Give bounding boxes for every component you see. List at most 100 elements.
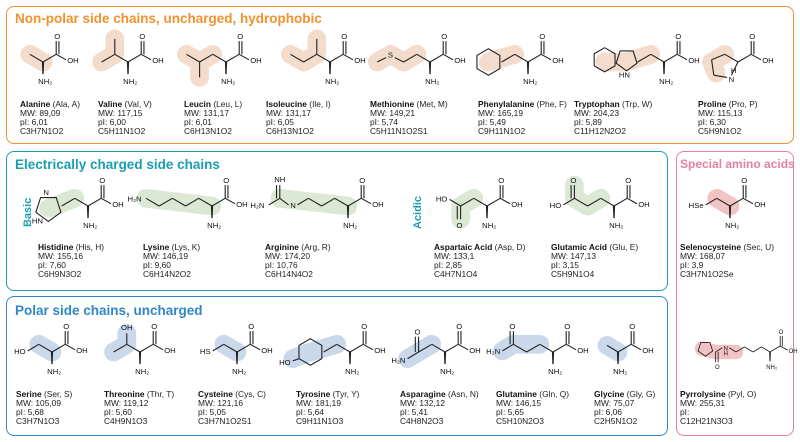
amino-acid-code: (Arg, R) [301,242,331,252]
amino-acid-pi: pI: 5,65 [496,407,524,417]
amino-acid-formula: C5H9N1O2 [698,126,742,136]
amino-acid-formula: C6H9N3O2 [38,269,82,279]
amino-acid-formula: C5H9N1O4 [551,269,595,279]
amino-acid-name: Valine [98,99,123,109]
amino-acid-mw: MW: 174,20 [265,251,310,261]
amino-acid-name: Phenylalanine [478,99,535,109]
amino-acid-mw: MW: 155,16 [38,251,83,261]
group-box-charged [6,151,668,291]
amino-acid-name: Selenocysteine [680,242,741,252]
amino-acid-pi: pI: 5,89 [574,117,602,127]
amino-acid-mw: MW: 181,19 [296,398,341,408]
amino-acid-pi: pI: 6,06 [594,407,622,417]
amino-acid-mw: MW: 115,13 [698,108,743,118]
amino-acid-mw: MW: 132,12 [400,398,445,408]
amino-acid-code: (Leu, L) [213,99,243,109]
amino-acid-name: Pyrrolysine [680,389,726,399]
amino-acid-formula: C3H7N1O3 [16,416,60,426]
amino-acid-pi: pI: 5,74 [370,117,398,127]
amino-acid-code: (Ile, I) [309,99,331,109]
amino-acid-mw: MW: 119,12 [104,398,149,408]
group-title-charged: Electrically charged side chains [15,157,220,172]
amino-acid-name: Methionine [370,99,415,109]
amino-acid-name: Cysteine [198,389,233,399]
amino-acid-name: Serine [16,389,42,399]
group-box-nonpolar [6,6,794,144]
amino-acid-formula: C3H7N1O2Se [680,269,734,279]
amino-acid-code: (Tyr, Y) [332,389,360,399]
amino-acid-pi: pI: 5,64 [296,407,324,417]
amino-acid-name: Proline [698,99,727,109]
amino-acid-name: Arginine [265,242,299,252]
amino-acid-code: (Trp, W) [621,99,653,109]
amino-acid-pi: pI: 6,01 [20,117,48,127]
amino-acid-formula: C2H5N1O2 [594,416,638,426]
amino-acid-formula: C12H21N3O3 [680,416,733,426]
amino-acid-name: Glycine [594,389,625,399]
amino-acid-name: Tyrosine [296,389,331,399]
amino-acid-pi: pI: [680,407,690,417]
amino-acid-code: (Sec, U) [743,242,775,252]
amino-acid-code: (Pro, P) [728,99,758,109]
group-box-special [676,151,794,436]
sublabel-basic: Basic [22,197,34,227]
amino-acid-name: Isoleucine [266,99,307,109]
amino-acid-pi: pI: 5,49 [478,117,506,127]
amino-acid-mw: MW: 121,16 [198,398,243,408]
amino-acid-code: (Asp, D) [494,242,526,252]
amino-acid-formula: C6H13N1O2 [266,126,314,136]
amino-acid-formula: C4H9N1O3 [104,416,148,426]
amino-acid-mw: MW: 204,23 [574,108,619,118]
amino-acid-mw: MW: 146,15 [496,398,541,408]
amino-acid-mw: MW: 89,09 [20,108,61,118]
group-title-polar: Polar side chains, uncharged [15,303,203,318]
amino-acid-mw: MW: 149,21 [370,108,415,118]
amino-acid-code: (Ser, S) [43,389,73,399]
sublabel-acidic: Acidic [412,195,424,229]
amino-acid-pi: pI: 5,05 [198,407,226,417]
amino-acid-formula: C5H10N2O3 [496,416,544,426]
amino-acid-formula: C6H14N4O2 [265,269,313,279]
amino-acid-pi: pI: 3,9 [680,260,704,270]
amino-acid-code: (Gln, Q) [539,389,570,399]
amino-acid-name: Glutamic Acid [551,242,607,252]
amino-acid-code: (Thr, T) [146,389,175,399]
amino-acid-name: Asparagine [400,389,446,399]
amino-acid-pi: pI: 2,85 [434,260,462,270]
amino-acid-pi: pI: 6,30 [698,117,726,127]
amino-acid-mw: MW: 105,09 [16,398,61,408]
amino-acid-formula: C4H7N1O4 [434,269,478,279]
amino-acid-formula: C5H11N1O2S1 [370,126,428,136]
amino-acid-pi: pI: 5,41 [400,407,428,417]
amino-acid-mw: MW: 147,13 [551,251,596,261]
amino-acid-formula: C3H7N1O2S1 [198,416,252,426]
amino-acid-mw: MW: 165,19 [478,108,523,118]
amino-acid-code: (Ala, A) [52,99,81,109]
amino-acid-formula: C9H11N1O2 [478,126,526,136]
amino-acid-name: Lysine [143,242,170,252]
amino-acid-name: Histidine [38,242,74,252]
amino-acid-code: (Cys, C) [235,389,266,399]
amino-acid-code: (His, H) [75,242,105,252]
amino-acid-code: (Glu, E) [609,242,639,252]
amino-acid-formula: C5H11N1O2 [98,126,146,136]
